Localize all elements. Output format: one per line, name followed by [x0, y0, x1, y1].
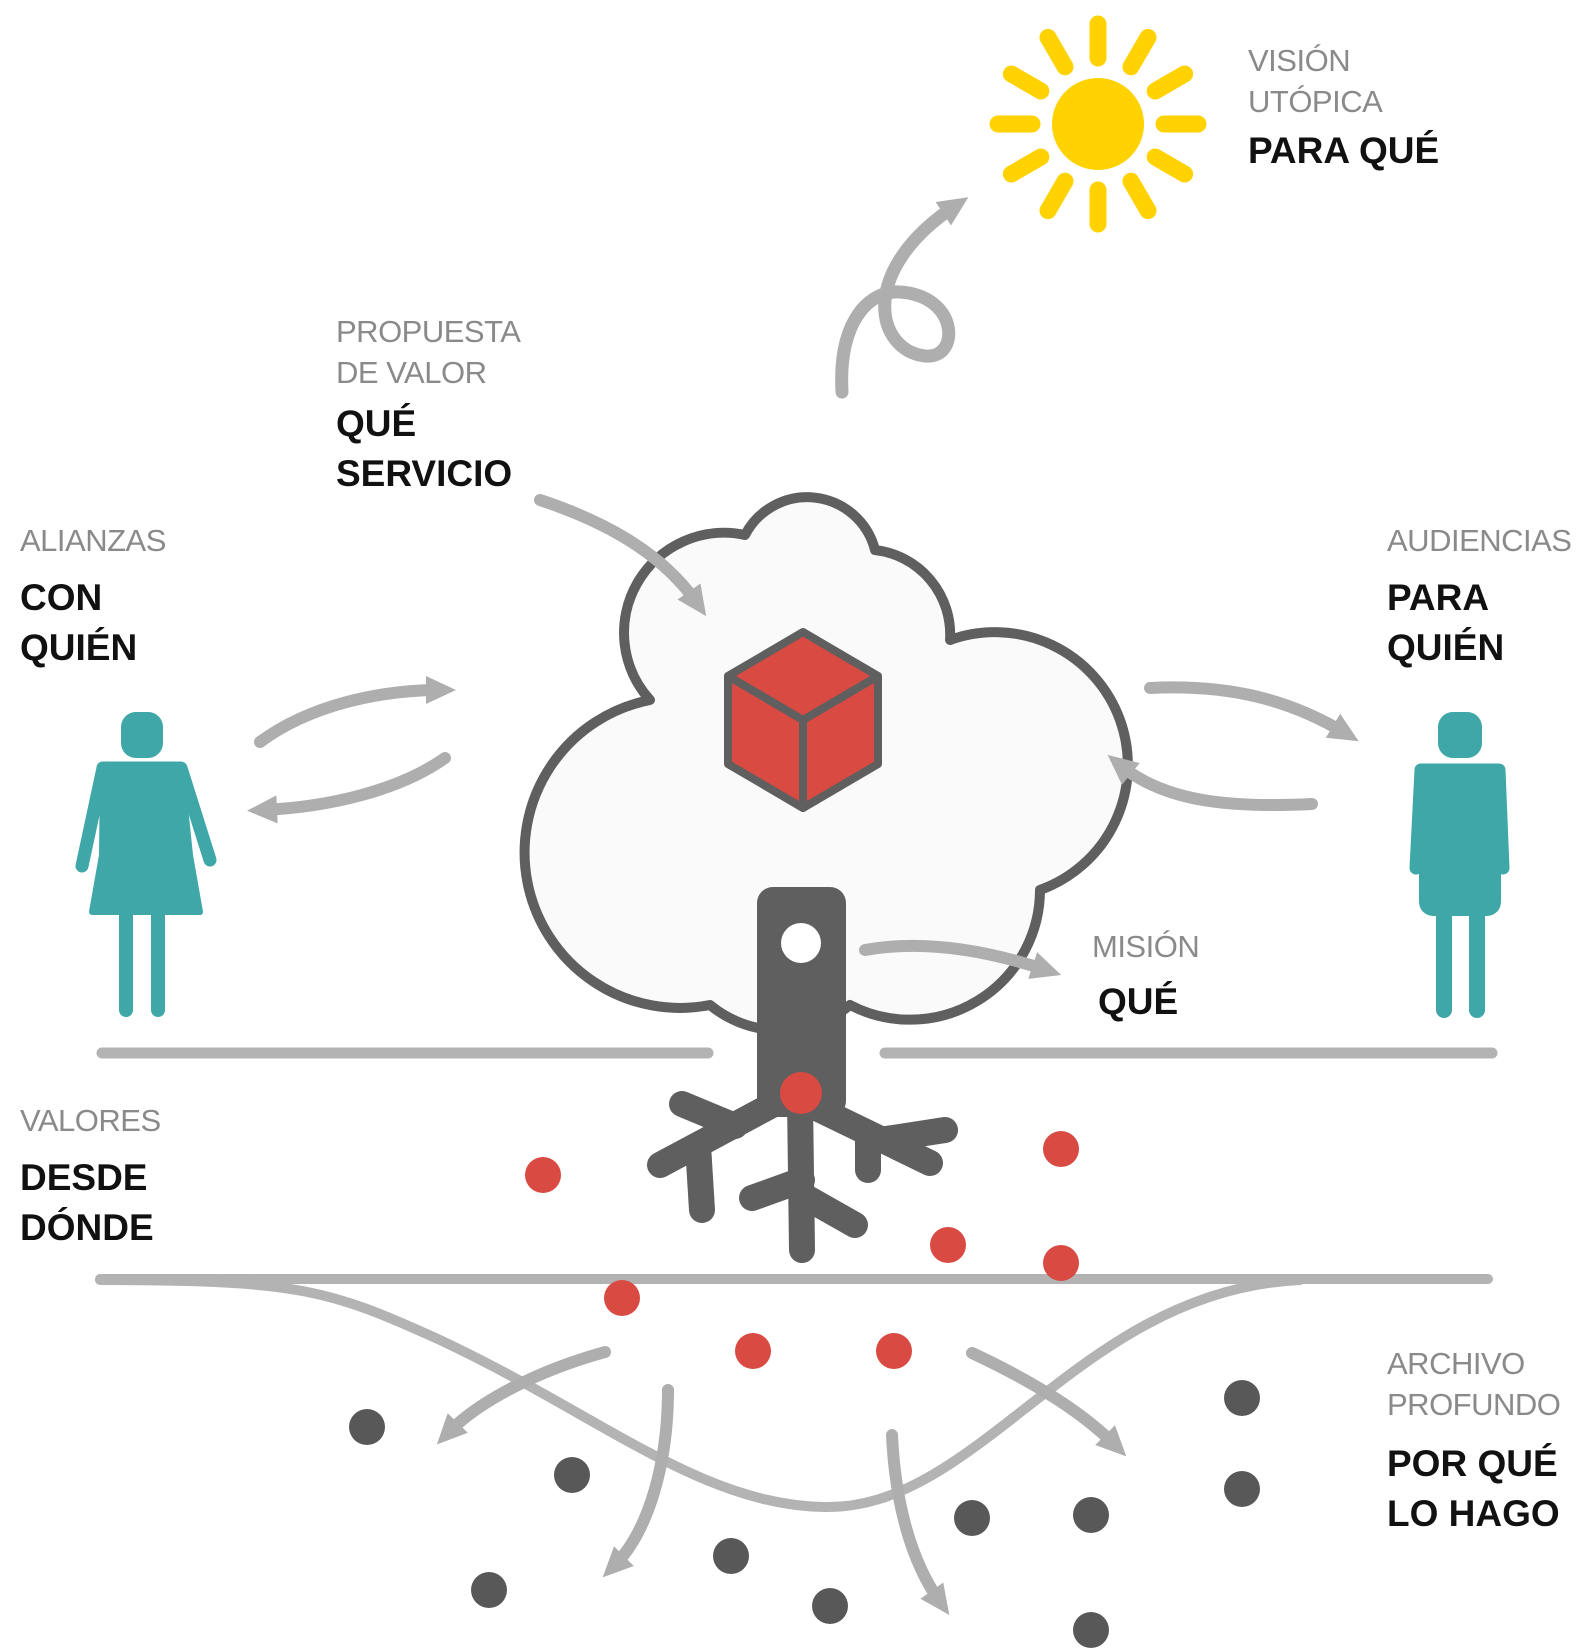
alliances-heading-line1: CON	[20, 577, 103, 618]
sun-ray	[1146, 148, 1194, 183]
arrow-to-alliance-top	[254, 676, 456, 748]
sun-ray	[1002, 148, 1050, 183]
vision-title-line1: VISIÓN	[1248, 43, 1351, 78]
grey-dots	[349, 1380, 1260, 1648]
sun-ray	[1002, 65, 1050, 100]
values-heading-line2: DÓNDE	[20, 1207, 154, 1248]
alliances-label: ALIANZAS CON QUIÉN	[20, 520, 166, 673]
archive-arrow-4	[966, 1347, 1127, 1457]
archive-curve-a	[95, 1275, 1305, 1513]
mission-heading: QUÉ	[1098, 981, 1179, 1022]
sun-ray	[1122, 172, 1157, 220]
arrow-to-alliance-bottom	[247, 752, 451, 824]
arrow-to-mission	[859, 939, 1062, 979]
sun-icon	[989, 15, 1207, 233]
values-title: VALORES	[20, 1103, 161, 1138]
archive-arrow-1	[436, 1346, 611, 1445]
sun-ray	[1146, 65, 1194, 100]
archive-arrow-3	[886, 1429, 950, 1616]
proposal-label: PROPUESTA DE VALOR QUÉ SERVICIO	[336, 311, 521, 499]
audiences-heading-line2: QUIÉN	[1387, 627, 1505, 668]
sun-ray	[1122, 28, 1157, 76]
arrow-to-vision	[835, 197, 969, 399]
archive-label: ARCHIVO PROFUNDO POR QUÉ LO HAGO	[1387, 1343, 1561, 1539]
proposal-title-line1: PROPUESTA	[336, 314, 521, 349]
audiences-label: AUDIENCIAS PARA QUIÉN	[1387, 520, 1572, 673]
cube-icon	[724, 628, 882, 812]
mission-title: MISIÓN	[1092, 929, 1200, 964]
mission-label: MISIÓN QUÉ	[1092, 926, 1200, 1027]
man-icon	[1409, 712, 1510, 1018]
red-dots	[525, 1131, 1079, 1369]
sun-ray	[1039, 172, 1074, 220]
proposal-heading-line2: SERVICIO	[336, 453, 513, 494]
sun-ray	[1039, 28, 1074, 76]
archive-title-line2: PROFUNDO	[1387, 1387, 1561, 1422]
audiences-title: AUDIENCIAS	[1387, 523, 1572, 558]
arrow-to-audience-top	[1144, 681, 1359, 742]
vision-title-line2: UTÓPICA	[1248, 84, 1383, 119]
alliances-title: ALIANZAS	[20, 523, 166, 558]
arrow-service-to-crown	[534, 494, 707, 617]
archive-heading-line2: LO HAGO	[1387, 1493, 1560, 1534]
proposal-title-line2: DE VALOR	[336, 355, 487, 390]
archive-arrow-2	[602, 1384, 674, 1578]
vision-label: VISIÓN UTÓPICA PARA QUÉ	[1248, 40, 1439, 176]
archive-heading-line1: POR QUÉ	[1387, 1443, 1558, 1484]
values-label: VALORES DESDE DÓNDE	[20, 1100, 161, 1253]
tree-icon	[647, 887, 958, 1263]
archive-title-line1: ARCHIVO	[1387, 1346, 1525, 1381]
values-heading-line1: DESDE	[20, 1157, 148, 1198]
woman-icon	[75, 712, 217, 1017]
arrow-from-audience-bottom	[1107, 754, 1318, 812]
vision-heading: PARA QUÉ	[1248, 130, 1440, 171]
alliances-heading-line2: QUIÉN	[20, 627, 138, 668]
proposal-heading-line1: QUÉ	[336, 403, 417, 444]
audiences-heading-line1: PARA	[1387, 577, 1490, 618]
